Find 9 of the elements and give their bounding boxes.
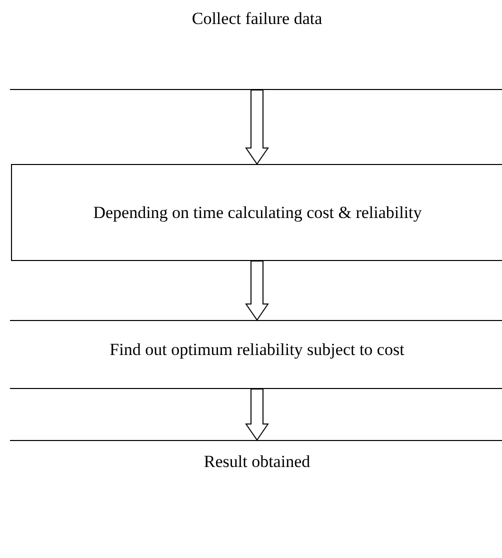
- block-arrow: [245, 260, 269, 321]
- step-text: Collect failure data: [192, 8, 322, 30]
- step-text: Find out optimum reliability subject to cost: [110, 339, 404, 361]
- step-text: Result obtained: [204, 451, 310, 473]
- step-text: Depending on time calculating cost & reliability: [93, 202, 422, 224]
- block-arrow: [245, 90, 269, 165]
- process-box: [11, 164, 502, 261]
- block-arrow: [245, 388, 269, 441]
- process-box: [10, 320, 502, 389]
